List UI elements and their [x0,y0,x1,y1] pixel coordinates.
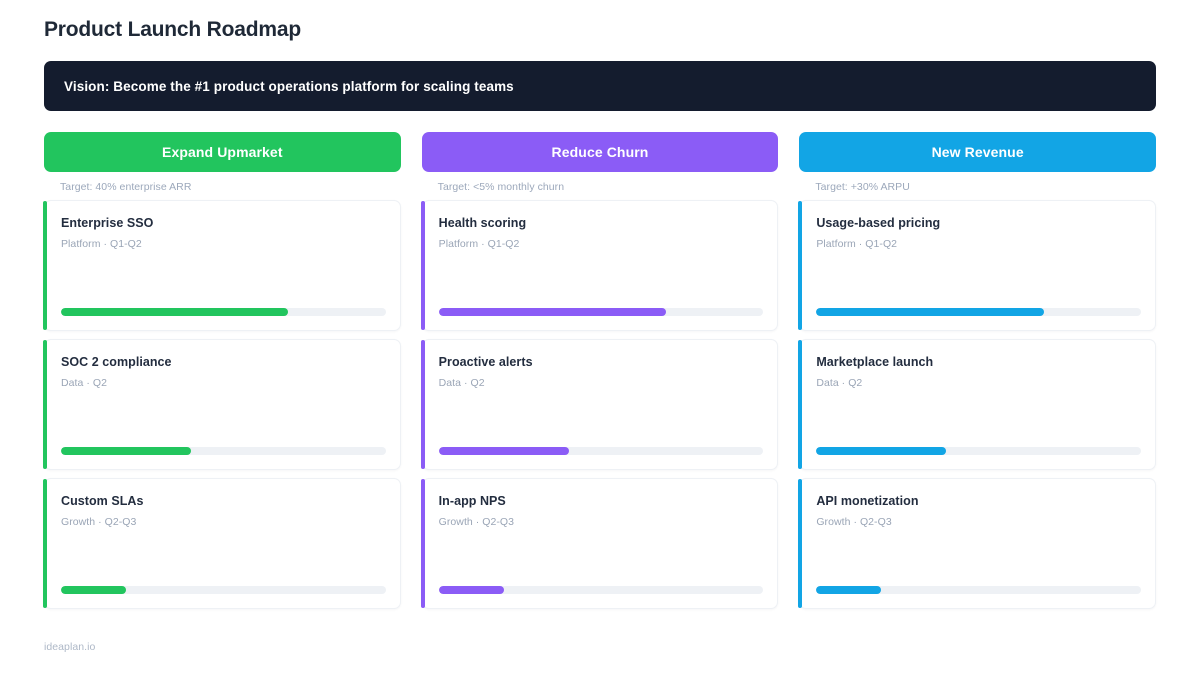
card-title: Health scoring [438,216,527,230]
card-accent-bar [43,340,47,469]
card-meta: Platform · Q1-Q2 [816,238,898,250]
progress-fill [438,586,504,594]
progress-fill [816,447,947,455]
card-title: Usage-based pricing [816,216,941,230]
column-target: Target: 40% enterprise ARR [60,181,192,193]
progress-fill [61,586,126,594]
vision-banner: Vision: Become the #1 product operations… [44,61,1156,111]
card-meta: Growth · Q2-Q3 [816,516,892,528]
progress-track [61,447,386,455]
card-meta: Platform · Q1-Q2 [438,238,520,250]
card-accent-bar [420,479,425,608]
card-accent-bar [43,479,47,608]
progress-fill [61,447,191,455]
progress-fill [816,308,1044,316]
progress-fill [816,586,882,594]
card-title: Custom SLAs [61,494,144,508]
progress-fill [438,308,666,316]
progress-track [816,447,1141,455]
progress-track [816,586,1141,594]
card-meta: Growth · Q2-Q3 [61,516,137,528]
progress-track [438,308,764,316]
card-accent-bar [798,340,803,469]
vision-statement: Vision: Become the #1 product operations… [64,78,514,94]
card-title: API monetization [816,494,919,508]
progress-track [61,586,386,594]
roadmap-card[interactable]: In-app NPS Growth · Q2-Q3 [420,478,779,609]
card-title: In-app NPS [438,494,506,508]
card-meta: Platform · Q1-Q2 [61,238,142,250]
column-header[interactable]: Expand Upmarket [44,132,401,172]
column-header[interactable]: Reduce Churn [421,132,779,172]
footer-brand: ideaplan.io [44,641,96,653]
card-meta: Growth · Q2-Q3 [438,516,515,528]
card-title: Enterprise SSO [61,216,154,230]
progress-track [438,447,764,455]
column-title: New Revenue [931,144,1024,160]
card-title: Marketplace launch [816,355,934,369]
progress-fill [438,447,569,455]
card-meta: Data · Q2 [438,377,485,389]
card-title: SOC 2 compliance [61,355,172,369]
page-title: Product Launch Roadmap [44,18,301,41]
column-target: Target: +30% ARPU [815,181,910,193]
card-accent-bar [420,340,425,469]
card-accent-bar [420,201,425,330]
column-title: Expand Upmarket [162,144,283,160]
card-accent-bar [43,201,47,330]
card-accent-bar [798,479,803,608]
progress-fill [61,308,289,316]
progress-track [61,308,386,316]
column-target: Target: <5% monthly churn [437,181,565,193]
card-meta: Data · Q2 [816,377,863,389]
column-title: Reduce Churn [551,144,649,160]
roadmap-card[interactable]: Enterprise SSO Platform · Q1-Q2 [43,200,401,331]
column-header[interactable]: New Revenue [799,132,1156,172]
card-title: Proactive alerts [438,355,533,369]
card-meta: Data · Q2 [61,377,107,389]
card-accent-bar [798,201,803,330]
progress-track [438,586,764,594]
progress-track [816,308,1141,316]
